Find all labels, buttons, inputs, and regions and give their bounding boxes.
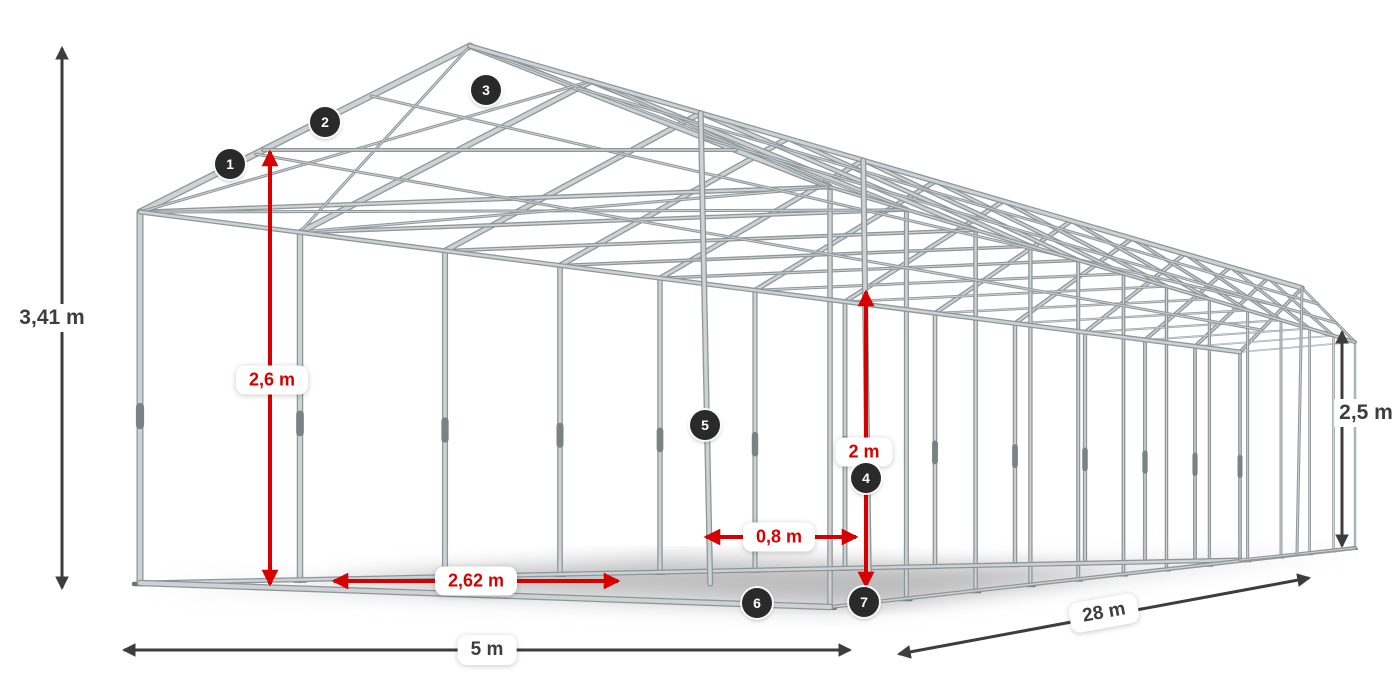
marker-2: 2 [310, 107, 340, 137]
dim-label-total-height: 3,41 m [14, 304, 90, 332]
marker-5: 5 [690, 410, 720, 440]
dim-label-width: 5 m [457, 635, 517, 665]
marker-1: 1 [215, 149, 245, 179]
dim-label-post-gap-small: 0,8 m [742, 522, 816, 552]
marker-6: 6 [742, 588, 772, 618]
marker-3: 3 [471, 75, 501, 105]
frame-tubes [131, 42, 1358, 611]
marker-7: 7 [849, 587, 879, 617]
dim-label-eave-height: 2,5 m [1334, 399, 1398, 427]
marker-4: 4 [851, 463, 881, 493]
dim-label-passage-height: 2,6 m [235, 365, 309, 395]
dim-label-post-gap-large: 2,62 m [434, 566, 518, 596]
